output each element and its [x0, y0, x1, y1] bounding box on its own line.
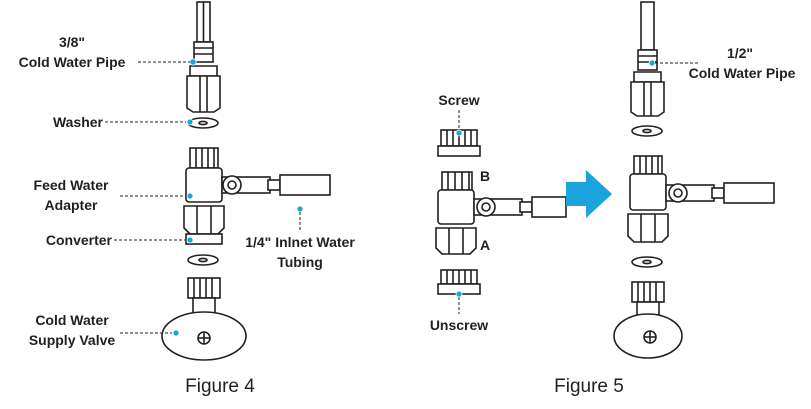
figure4-cold-water-pipe: [186, 1, 221, 113]
label-tubing-line1: 1/4" Inlnet Water: [245, 234, 355, 250]
label-pipe-name-fig5: Cold Water Pipe: [689, 65, 796, 81]
screw-marker-dot: [455, 129, 463, 137]
figure5-unscrew-part: [437, 269, 481, 314]
figure4-washer: [186, 117, 219, 129]
label-valve-line1: Cold Water: [35, 312, 109, 328]
label-valve-line2: Supply Valve: [29, 332, 116, 348]
figure4-supply-valve: [161, 277, 247, 361]
label-adapter-line2: Adapter: [45, 197, 98, 213]
valve-marker-dot: [172, 329, 180, 337]
figure5-screw-part: [437, 110, 481, 157]
figure4-lower-washer: [187, 254, 219, 266]
unscrew-marker-dot: [455, 290, 463, 298]
figure-5-caption: Figure 5: [554, 376, 624, 397]
figure5-assembled-unit: [613, 1, 775, 359]
label-part-a: A: [480, 237, 490, 253]
figure4-tubing: [279, 174, 331, 213]
label-washer: Washer: [53, 114, 104, 130]
figure-4: 3/8" Cold Water Pipe Washer Feed Water A…: [19, 1, 355, 397]
label-screw: Screw: [438, 92, 479, 108]
tubing-marker-dot: [296, 205, 304, 213]
label-pipe-size-fig4: 3/8": [59, 34, 85, 50]
label-unscrew: Unscrew: [430, 317, 488, 333]
washer-marker-dot: [186, 118, 194, 126]
label-pipe-name-fig4: Cold Water Pipe: [19, 54, 126, 70]
pipe-marker-dot-fig5: [648, 59, 656, 67]
figure4-feed-water-adapter: [185, 147, 281, 203]
pipe-marker-dot: [189, 58, 197, 66]
label-part-b: B: [480, 168, 490, 184]
figure-5: Screw B A Unscrew 1/2" Cold Water Pipe F…: [430, 1, 796, 397]
figure5-adapter-assembly: [435, 171, 567, 255]
label-tubing-line2: Tubing: [277, 254, 323, 270]
right-arrow-icon: [566, 170, 612, 218]
figure-4-caption: Figure 4: [185, 376, 255, 397]
label-converter: Converter: [46, 232, 113, 248]
figure4-converter: [183, 205, 225, 245]
label-adapter-line1: Feed Water: [34, 177, 109, 193]
label-pipe-size-fig5: 1/2": [727, 45, 753, 61]
adapter-marker-dot: [186, 192, 194, 200]
converter-marker-dot: [186, 236, 194, 244]
figure4-leader-lines: [105, 61, 301, 334]
